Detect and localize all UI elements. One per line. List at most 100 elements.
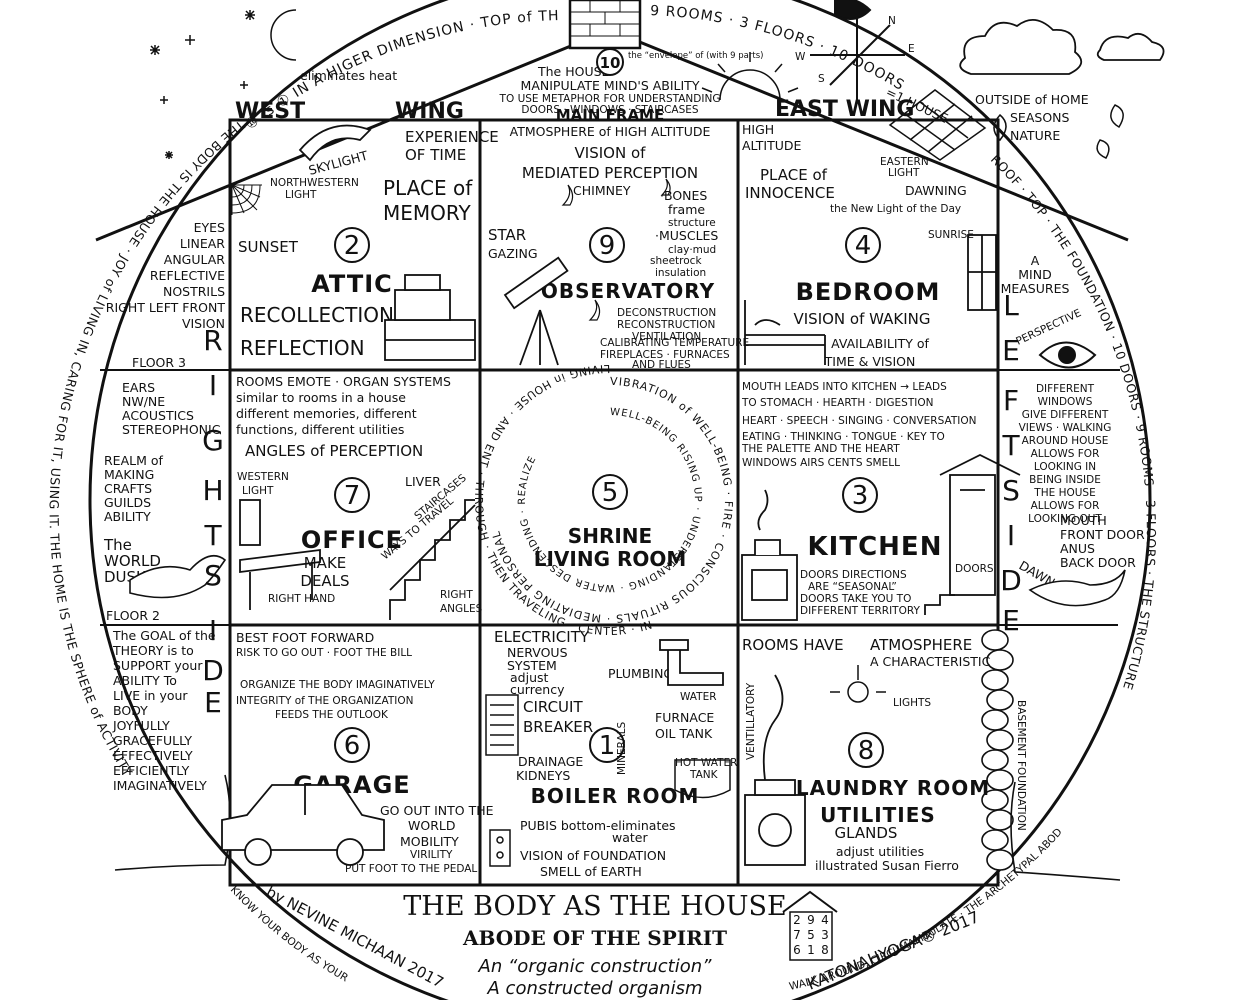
observatory-text: sheetrock <box>650 255 702 267</box>
car-icon <box>221 784 385 866</box>
observatory-text: VISION of <box>575 144 647 162</box>
right-hand-icon <box>129 554 227 599</box>
bedroom-text: ALTITUDE <box>742 138 802 153</box>
left-side-letter: I <box>1007 519 1017 552</box>
boiler-text: ELECTRICITY <box>494 628 590 646</box>
g-goal-line: JOYFULLY <box>112 718 170 733</box>
attic-text: LIGHT <box>285 189 317 201</box>
kitchen-text: DOORS TAKE YOU TO <box>800 593 911 605</box>
bedroom-number-circle <box>845 227 881 263</box>
shrine-name: SHRINE <box>568 524 652 548</box>
right-side-letter: R <box>203 324 224 357</box>
magic-square-cell: 1 <box>807 943 815 957</box>
g-goal-line: SUPPORT your <box>113 658 203 673</box>
left-side-letter: T <box>1001 429 1021 462</box>
g-world-line: The <box>103 536 132 554</box>
office-text: different memories, different <box>236 406 417 421</box>
laundry-name: LAUNDRY ROOM <box>796 776 990 800</box>
credit-illustrator: illustrated Susan Fierro <box>815 858 959 873</box>
stone <box>986 689 1014 711</box>
observatory-text: MEDIATED PERCEPTION <box>522 164 698 182</box>
observatory-text: STAR <box>488 226 526 244</box>
magic-square-cell: 7 <box>793 928 801 942</box>
office-text: DEALS <box>300 572 349 590</box>
laundry-name: UTILITIES <box>820 803 936 827</box>
observatory-text: ATMOSPHERE of HIGH ALTITUDE <box>510 124 711 139</box>
outside-line3: NATURE <box>1010 128 1060 143</box>
g-goal-line: GRACEFULLY <box>113 733 192 748</box>
side-columns <box>100 369 1120 626</box>
office-text: similar to rooms in a house <box>236 390 406 405</box>
g-windows-line: THE HOUSE <box>1033 487 1095 499</box>
g-ears-line: NW/NE <box>122 394 165 409</box>
observatory-text: ·MUSCLES <box>655 228 718 243</box>
boiler-text: PUBIS bottom-eliminates <box>520 818 676 833</box>
leaves-icon <box>993 104 1124 159</box>
figure-title-line2: ABODE OF THE SPIRIT <box>462 926 727 950</box>
garage-number: 6 <box>344 731 361 761</box>
cobweb-icon <box>231 184 262 215</box>
boiler-text: OIL TANK <box>655 726 713 741</box>
boiler-text: TANK <box>689 769 719 781</box>
basement-label: BASEMENT FOUNDATION <box>1015 700 1027 831</box>
pipe-icon <box>659 639 724 686</box>
stone <box>986 809 1014 831</box>
stone <box>981 829 1009 851</box>
stone <box>981 749 1009 771</box>
g-eyes-line: EYES <box>194 220 225 235</box>
water-tank-icon <box>674 759 731 799</box>
lightbulb-icon <box>830 665 886 703</box>
left-hand-icon <box>1028 569 1126 607</box>
g-goal-line: ABILITY To <box>113 673 177 688</box>
house-label: The HOUSE <box>537 64 610 79</box>
boiler-text: water <box>612 830 648 845</box>
boiler-text: WATER <box>680 691 717 703</box>
bedroom-number: 4 <box>855 231 872 261</box>
cloud-icon <box>959 19 1165 75</box>
observatory-number-circle <box>589 227 625 263</box>
shrine-name2: LIVING ROOM <box>534 547 687 571</box>
stone <box>981 629 1009 651</box>
right-side-letter: S <box>204 559 224 592</box>
observatory-text: insulation <box>655 267 706 279</box>
garage-number-circle <box>334 727 370 763</box>
g-windows-line: LOOKING OUT <box>1028 513 1102 525</box>
laundry-text: adjust utilities <box>836 844 924 859</box>
g-realm-line: MAKING <box>104 467 154 482</box>
observatory-text: clay·mud <box>668 244 716 256</box>
boiler-text: KIDNEYS <box>516 768 570 783</box>
magic-square-cell: 2 <box>793 913 801 927</box>
g-realm-line: GUILDS <box>104 495 151 510</box>
stone <box>981 709 1009 731</box>
left-side-letter: F <box>1003 384 1021 417</box>
laundry-text: VENTILLATORY <box>745 682 757 760</box>
right-side-letter: H <box>202 474 225 507</box>
magic-square-cell: 9 <box>807 913 815 927</box>
garage-text: ORGANIZE THE BODY IMAGINATIVELY <box>240 679 435 691</box>
tagline-1: An “organic construction” <box>478 956 713 977</box>
g-ears-line: ACOUSTICS <box>122 408 194 423</box>
kitchen-number: 3 <box>852 481 869 511</box>
telescope-icon <box>503 256 569 366</box>
g-realm-line: CRAFTS <box>104 481 152 496</box>
room-boiler: ELECTRICITYNERVOUSSYSTEMadjustcurrencyPL… <box>494 628 737 879</box>
garage-text: VIRILITY <box>410 849 453 861</box>
kitchen-text: DOORS DIRECTIONS <box>800 569 907 581</box>
bedroom-text: SUNRISE <box>928 229 974 241</box>
left-foot-icon <box>1010 781 1121 881</box>
kitchen-text: HEART · SPEECH · SINGING · CONVERSATION <box>742 415 976 427</box>
outer-circle <box>88 0 1152 1000</box>
bedroom-text: EASTERN <box>880 156 929 168</box>
g-windows-line: BEING INSIDE <box>1029 474 1101 486</box>
attic-name: ATTIC <box>311 270 393 298</box>
perspective-label: PERSPECTIVE <box>1014 307 1083 348</box>
observatory-text: VENTILATION <box>632 331 701 343</box>
house-number: 10 <box>600 54 621 72</box>
garage-text: RISK TO GO OUT · FOOT THE BILL <box>236 647 412 659</box>
g-goal-line: BODY <box>113 703 148 718</box>
desk-icon <box>239 499 321 610</box>
boiler-name: BOILER ROOM <box>531 784 700 808</box>
